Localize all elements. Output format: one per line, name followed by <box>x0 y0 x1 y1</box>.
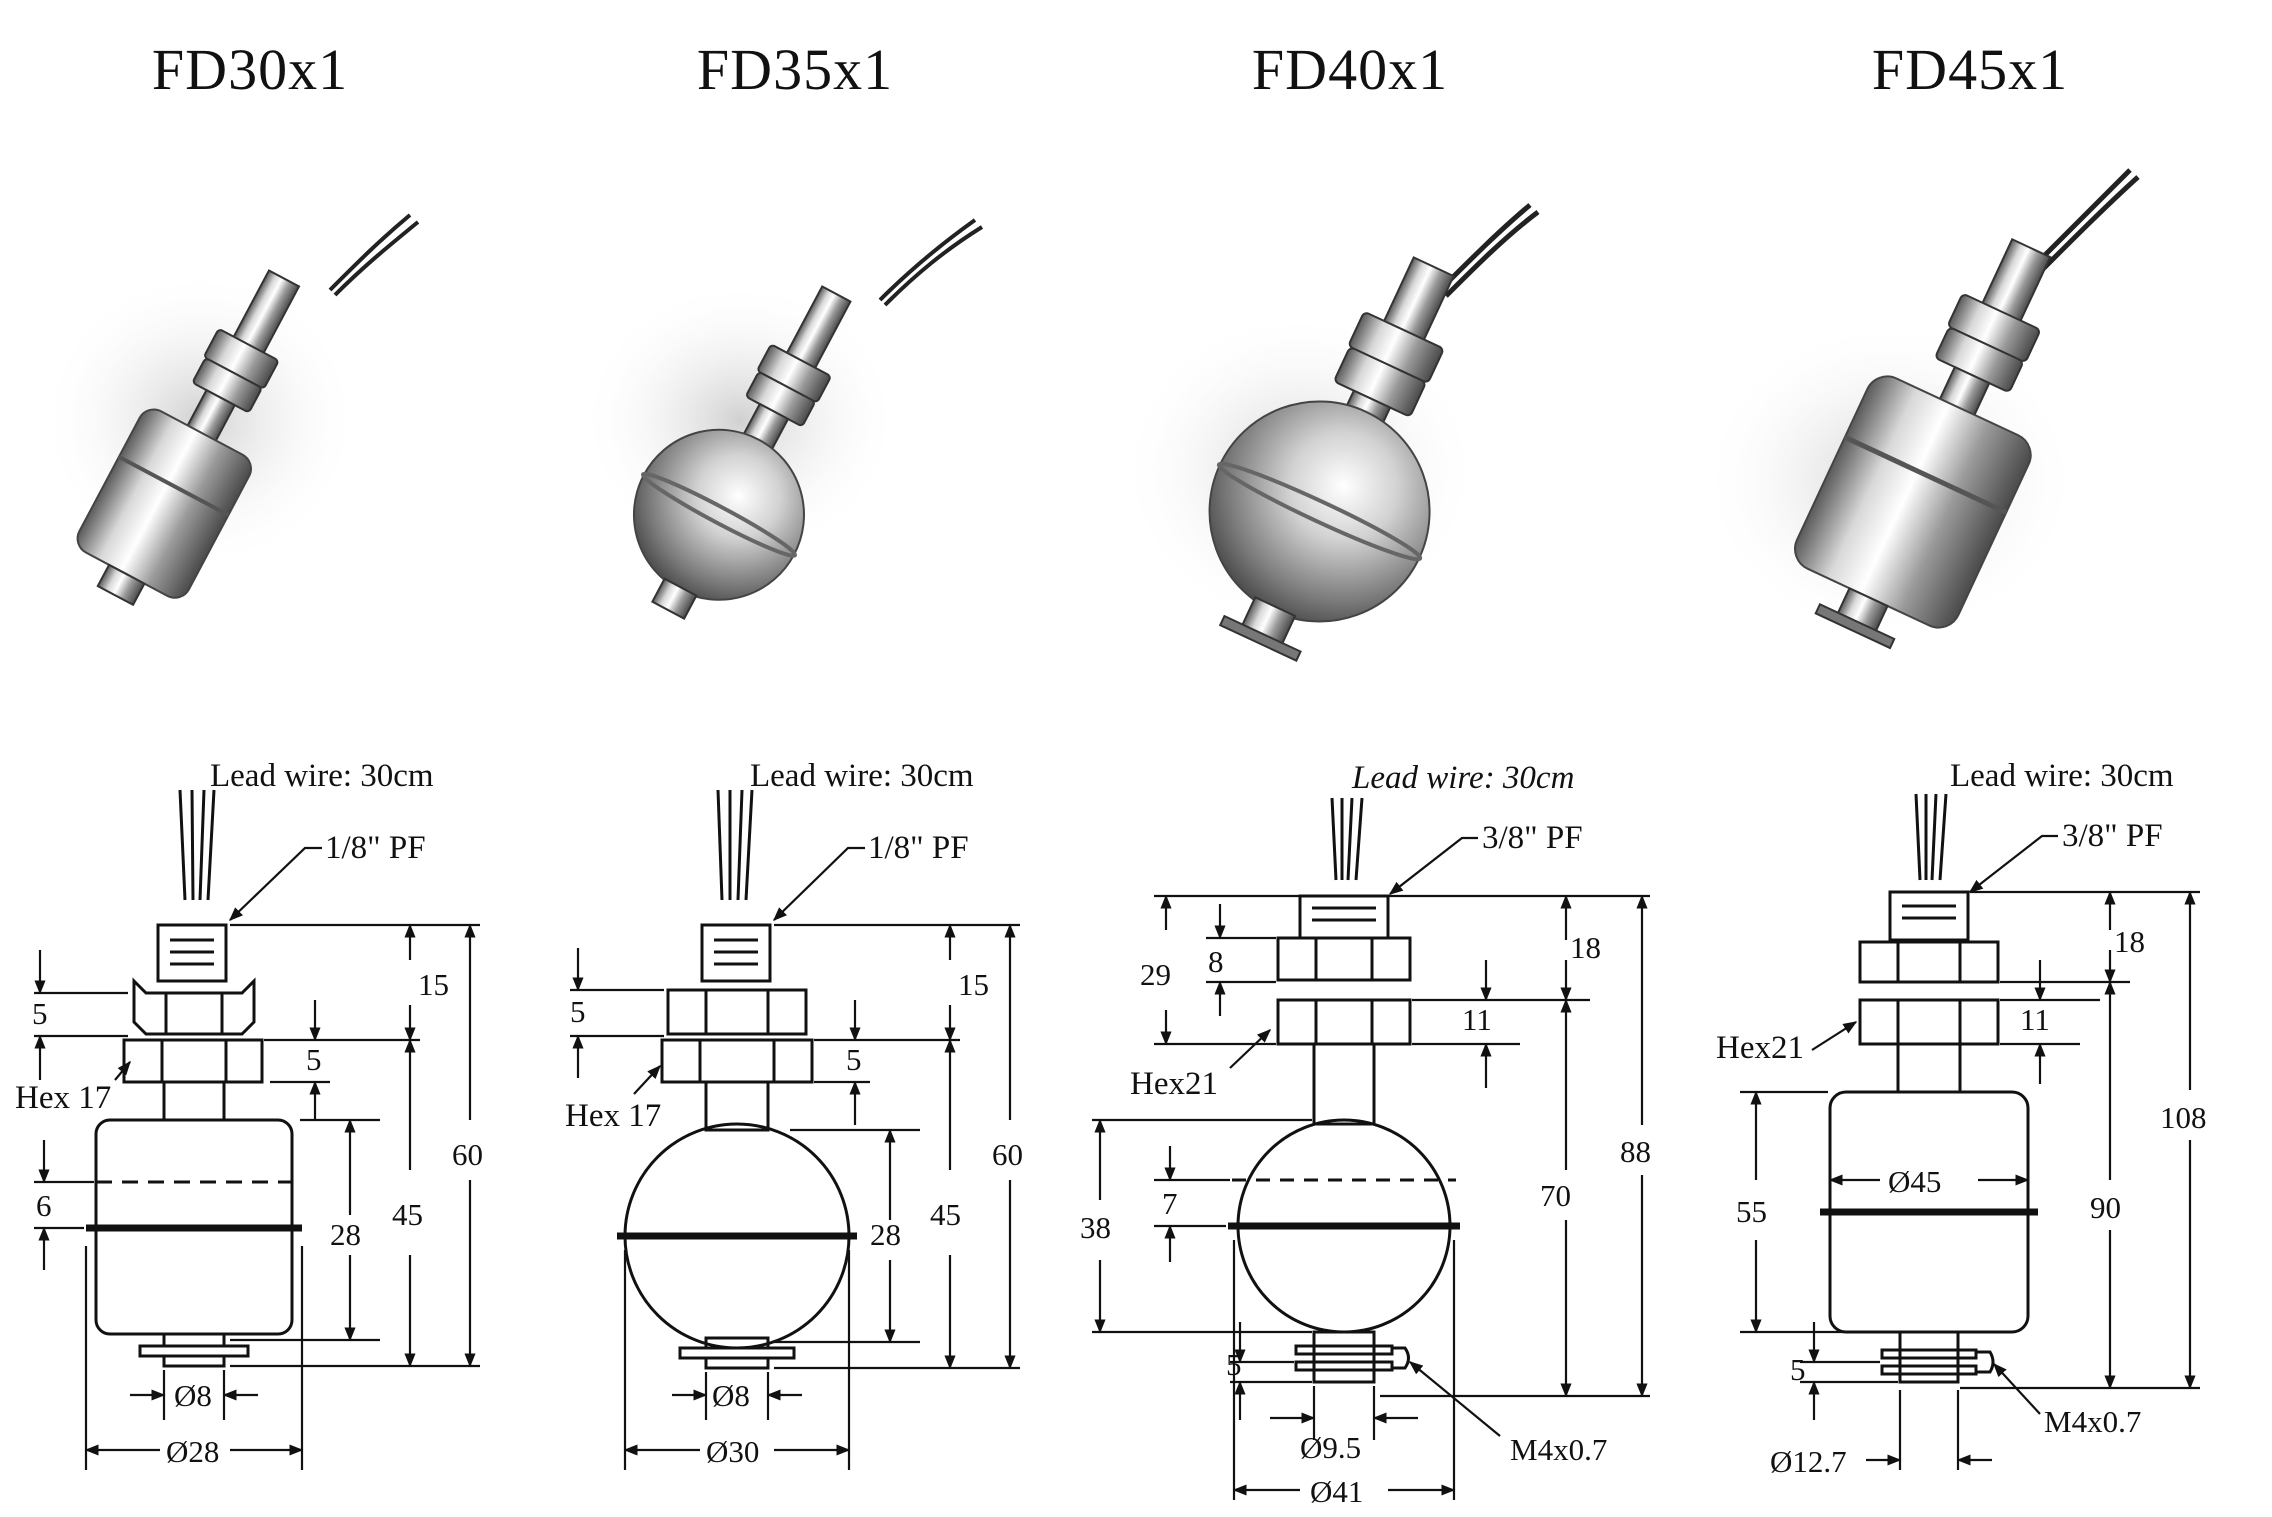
dims-fd30x1 <box>34 846 480 1470</box>
dims-fd45x1 <box>1740 834 2200 1470</box>
dim-fd40x1-d: 11 <box>1462 1002 1492 1037</box>
hex-label-fd45x1: Hex21 <box>1716 1030 1804 1066</box>
dim-fd40x1-c: 18 <box>1570 930 1601 965</box>
dim-fd35x1-g: 60 <box>992 1137 1023 1172</box>
thread-label-fd45x1: 3/8" PF <box>2062 818 2163 854</box>
dim-fd45x1-d: Ø45 <box>1888 1164 1941 1199</box>
drawing-fd35x1 <box>617 789 857 1370</box>
title-fd35x1: FD35x1 <box>696 37 894 102</box>
photo-fd40x1 <box>1120 203 1540 662</box>
dim-fd40x1-g: 70 <box>1540 1178 1571 1213</box>
drawing-fd30x1 <box>86 789 302 1368</box>
thread-label-fd30x1: 1/8" PF <box>325 830 426 866</box>
lead-wire-label-fd35x1: Lead wire: 30cm <box>750 758 974 794</box>
title-fd45x1: FD45x1 <box>1871 37 2069 102</box>
dim-fd30x1-a: 5 <box>32 996 48 1031</box>
title-fd40x1: FD40x1 <box>1251 37 1449 102</box>
dim-fd35x1-a: 5 <box>570 994 586 1029</box>
dim-fd45x1-g: 5 <box>1790 1352 1806 1387</box>
dim-fd35x1-e: 28 <box>870 1217 901 1252</box>
hex-label-fd35x1: Hex 17 <box>565 1098 661 1134</box>
lead-wire-label-fd40x1: Lead wire: 30cm <box>1351 760 1574 796</box>
dim-fd40x1-i: 5 <box>1226 1347 1242 1382</box>
dim-fd35x1-f: 45 <box>930 1197 961 1232</box>
thread-label-fd40x1: 3/8" PF <box>1482 820 1583 856</box>
lead-wire-label-fd45x1: Lead wire: 30cm <box>1950 758 2174 794</box>
dim-fd30x1-g: 60 <box>452 1137 483 1172</box>
lead-wire-label-fd30x1: Lead wire: 30cm <box>210 758 434 794</box>
dim-fd45x1-screw: M4x0.7 <box>2044 1404 2141 1439</box>
dim-fd40x1-e: 38 <box>1080 1210 1111 1245</box>
dim-fd45x1-f: 108 <box>2160 1100 2207 1135</box>
dim-fd45x1-stem: Ø12.7 <box>1770 1444 1847 1479</box>
drawing-fd40x1 <box>1228 797 1460 1384</box>
hex-label-fd40x1: Hex21 <box>1130 1066 1218 1102</box>
dim-fd35x1-c: 15 <box>958 967 989 1002</box>
dim-fd30x1-e: 28 <box>330 1217 361 1252</box>
dims-fd40x1 <box>1092 836 1650 1500</box>
hex-label-fd30x1: Hex 17 <box>15 1080 111 1116</box>
dim-fd40x1-a: 29 <box>1140 957 1171 992</box>
photo-fd30x1 <box>40 213 420 607</box>
drawing-fd45x1 <box>1820 793 2038 1384</box>
dim-fd45x1-a: 18 <box>2114 924 2145 959</box>
dim-fd30x1-f: 45 <box>392 1197 423 1232</box>
dim-fd40x1-stem: Ø9.5 <box>1300 1430 1361 1465</box>
photo-fd45x1 <box>1700 168 2140 650</box>
thread-label-fd35x1: 1/8" PF <box>868 830 969 866</box>
dim-fd35x1-float: Ø30 <box>706 1434 759 1469</box>
dim-fd35x1-stem: Ø8 <box>712 1378 750 1413</box>
dim-fd30x1-c: 15 <box>418 967 449 1002</box>
dim-fd30x1-stem: Ø8 <box>174 1378 212 1413</box>
dim-fd40x1-float: Ø41 <box>1310 1474 1363 1509</box>
dim-fd45x1-b: 11 <box>2020 1002 2050 1037</box>
dim-fd35x1-b: 5 <box>846 1042 862 1077</box>
dim-fd45x1-c: 55 <box>1736 1194 1767 1229</box>
dim-fd30x1-d: 6 <box>36 1188 52 1223</box>
dim-fd40x1-b: 8 <box>1208 944 1224 979</box>
dim-fd40x1-f: 7 <box>1162 1186 1178 1221</box>
dim-fd30x1-b: 5 <box>306 1042 322 1077</box>
photo-fd35x1 <box>580 218 984 620</box>
dim-fd40x1-h: 88 <box>1620 1134 1651 1169</box>
title-fd30x1: FD30x1 <box>151 37 349 102</box>
dim-fd40x1-screw: M4x0.7 <box>1510 1432 1607 1467</box>
dim-fd30x1-float: Ø28 <box>166 1434 219 1469</box>
dims-fd35x1 <box>570 846 1020 1470</box>
dim-fd45x1-e: 90 <box>2090 1190 2121 1225</box>
